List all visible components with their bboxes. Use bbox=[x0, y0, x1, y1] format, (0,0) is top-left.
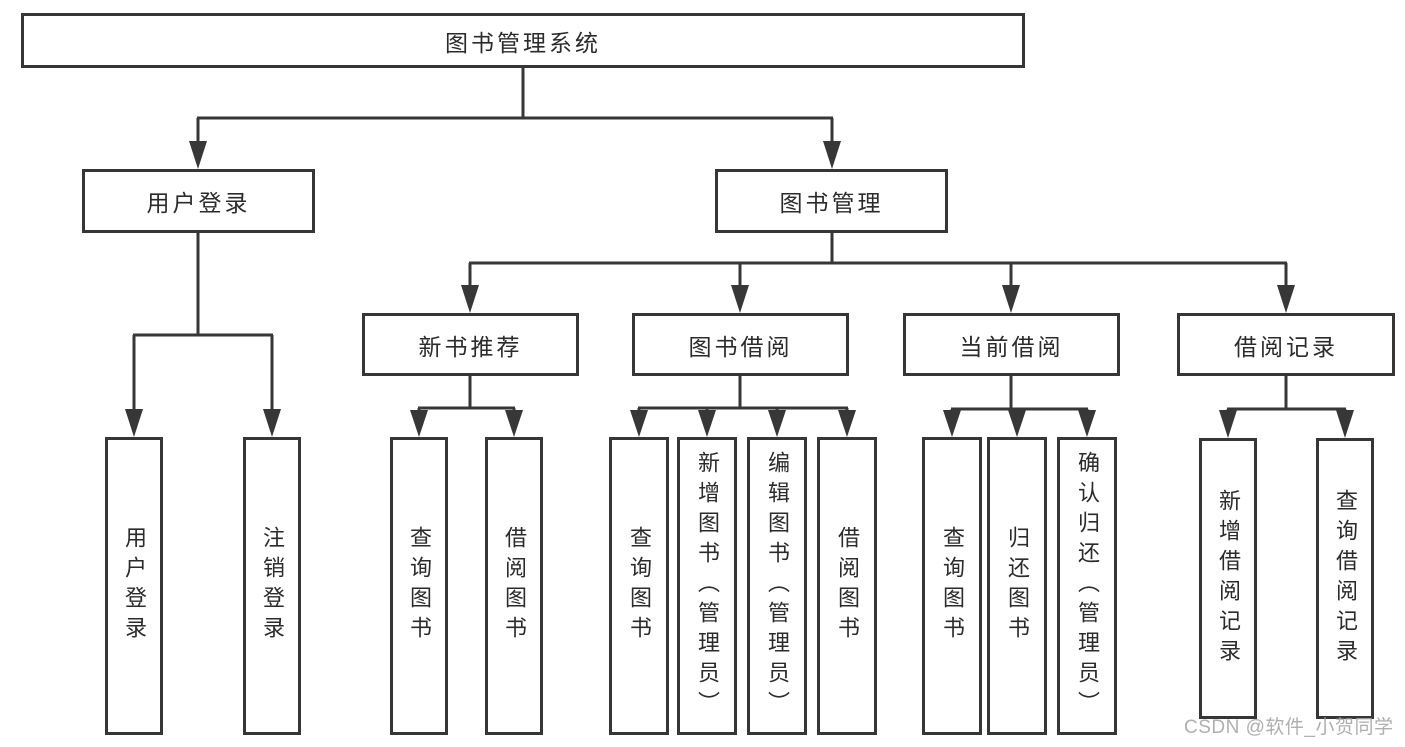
connector-book-management-to-level3 bbox=[461, 233, 1295, 313]
arrow-down-icon bbox=[768, 410, 786, 437]
arrow-down-icon bbox=[823, 141, 841, 169]
connector-root-to-level2 bbox=[189, 68, 841, 169]
arrow-down-icon bbox=[263, 409, 281, 437]
node-current-borrowing: 当前借阅 bbox=[903, 313, 1120, 376]
arrow-down-icon bbox=[1078, 410, 1096, 437]
node-recommend-query-books: 查询图书 bbox=[390, 437, 448, 735]
arrow-down-icon bbox=[1277, 285, 1295, 313]
node-root-system: 图书管理系统 bbox=[21, 13, 1025, 68]
node-leaf-user-login: 用户登录 bbox=[105, 437, 163, 735]
arrow-down-icon bbox=[943, 410, 961, 437]
node-new-book-recommend: 新书推荐 bbox=[362, 313, 579, 376]
node-borrowing-add-books-admin: 新增图书（管理员） bbox=[677, 437, 737, 735]
node-label: 图书借阅 bbox=[688, 333, 793, 360]
node-borrowing-edit-books-admin: 编辑图书（管理员） bbox=[747, 437, 807, 735]
node-label: 新增借阅记录 bbox=[1216, 488, 1241, 669]
node-recommend-borrow-books: 借阅图书 bbox=[485, 437, 543, 735]
arrow-down-icon bbox=[1002, 285, 1020, 313]
node-label: 注销登录 bbox=[260, 526, 285, 646]
connector-borrowing-records-to-children bbox=[1219, 376, 1354, 438]
node-leaf-logout: 注销登录 bbox=[243, 437, 301, 735]
node-label: 查询图书 bbox=[940, 526, 965, 646]
node-book-borrowing: 图书借阅 bbox=[632, 313, 849, 376]
node-label: 归还图书 bbox=[1005, 526, 1030, 646]
arrow-down-icon bbox=[1008, 410, 1026, 437]
node-label: 查询借阅记录 bbox=[1333, 488, 1358, 669]
node-borrowing-query-books: 查询图书 bbox=[609, 437, 669, 735]
node-label: 图书管理系统 bbox=[445, 29, 601, 56]
connector-new-book-recommend-to-children bbox=[410, 376, 523, 437]
node-label: 编辑图书（管理员） bbox=[765, 451, 790, 721]
node-records-add-record: 新增借阅记录 bbox=[1199, 438, 1257, 719]
arrow-down-icon bbox=[125, 409, 143, 437]
connector-current-borrowing-to-children bbox=[943, 376, 1096, 437]
node-label: 查询图书 bbox=[627, 526, 652, 646]
node-label: 当前借阅 bbox=[959, 333, 1064, 360]
node-label: 图书管理 bbox=[779, 190, 884, 216]
node-current-return-books: 归还图书 bbox=[987, 437, 1047, 735]
node-user-login: 用户登录 bbox=[82, 169, 315, 233]
arrow-down-icon bbox=[731, 285, 749, 313]
csdn-watermark: CSDN @软件_小贺同学 bbox=[1184, 717, 1394, 738]
node-label: 新增图书（管理员） bbox=[695, 451, 720, 721]
connector-book-borrowing-to-children bbox=[630, 376, 856, 437]
connector-user-login-to-children bbox=[125, 233, 281, 437]
arrow-down-icon bbox=[461, 285, 479, 313]
arrow-down-icon bbox=[1219, 410, 1237, 438]
node-label: 查询图书 bbox=[407, 526, 432, 646]
node-current-query-books: 查询图书 bbox=[922, 437, 982, 735]
arrow-down-icon bbox=[838, 410, 856, 437]
node-label: 用户登录 bbox=[122, 526, 147, 646]
arrow-down-icon bbox=[410, 410, 428, 437]
node-borrowing-borrow-books: 借阅图书 bbox=[817, 437, 877, 735]
arrow-down-icon bbox=[1336, 410, 1354, 438]
node-records-query-record: 查询借阅记录 bbox=[1316, 438, 1374, 719]
node-label: 借阅图书 bbox=[502, 526, 527, 646]
node-label: 用户登录 bbox=[146, 190, 251, 216]
node-borrowing-records: 借阅记录 bbox=[1177, 313, 1395, 376]
node-label: 新书推荐 bbox=[418, 333, 523, 360]
arrow-down-icon bbox=[505, 410, 523, 437]
node-current-confirm-return-admin: 确认归还（管理员） bbox=[1057, 437, 1117, 735]
node-label: 确认归还（管理员） bbox=[1075, 451, 1100, 721]
node-book-management: 图书管理 bbox=[715, 169, 948, 233]
arrow-down-icon bbox=[698, 410, 716, 437]
node-label: 借阅图书 bbox=[835, 526, 860, 646]
node-label: 借阅记录 bbox=[1234, 333, 1338, 360]
arrow-down-icon bbox=[630, 410, 648, 437]
arrow-down-icon bbox=[189, 141, 207, 169]
